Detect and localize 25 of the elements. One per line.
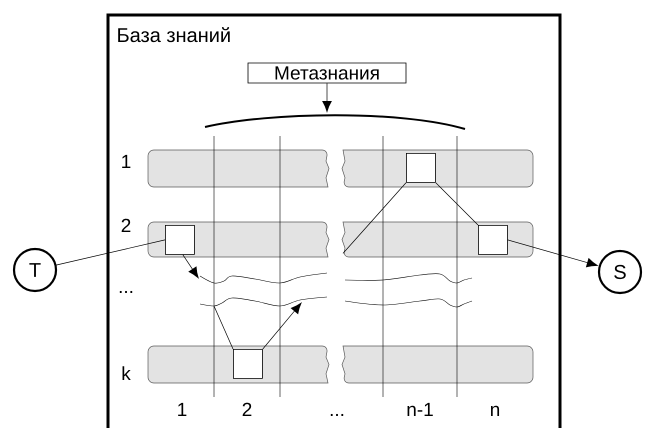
column-number: n bbox=[490, 406, 500, 416]
row-number: ... bbox=[120, 290, 132, 293]
label-box: Метазнания bbox=[248, 62, 406, 84]
column-number: n-1 bbox=[408, 402, 433, 416]
connector-line bbox=[214, 306, 234, 350]
small-square bbox=[233, 349, 263, 379]
connector-line bbox=[342, 182, 406, 254]
row-number: k bbox=[122, 366, 131, 380]
circle-node: S bbox=[598, 250, 642, 294]
small-square bbox=[165, 225, 195, 255]
arrow bbox=[322, 83, 332, 112]
column-number: ... bbox=[330, 414, 344, 416]
circle-node: T bbox=[12, 248, 58, 292]
column-number: 2 bbox=[242, 402, 252, 416]
connector-line bbox=[435, 182, 478, 226]
row-number: 1 bbox=[122, 154, 130, 168]
arrow bbox=[507, 240, 598, 268]
small-square bbox=[478, 225, 508, 255]
connector-line bbox=[56, 240, 166, 266]
bracket-arc bbox=[204, 114, 466, 130]
column-number: 1 bbox=[178, 402, 186, 416]
arrow bbox=[182, 254, 199, 278]
small-square bbox=[406, 153, 436, 183]
row-number: 2 bbox=[122, 218, 130, 232]
arrow bbox=[262, 302, 302, 350]
